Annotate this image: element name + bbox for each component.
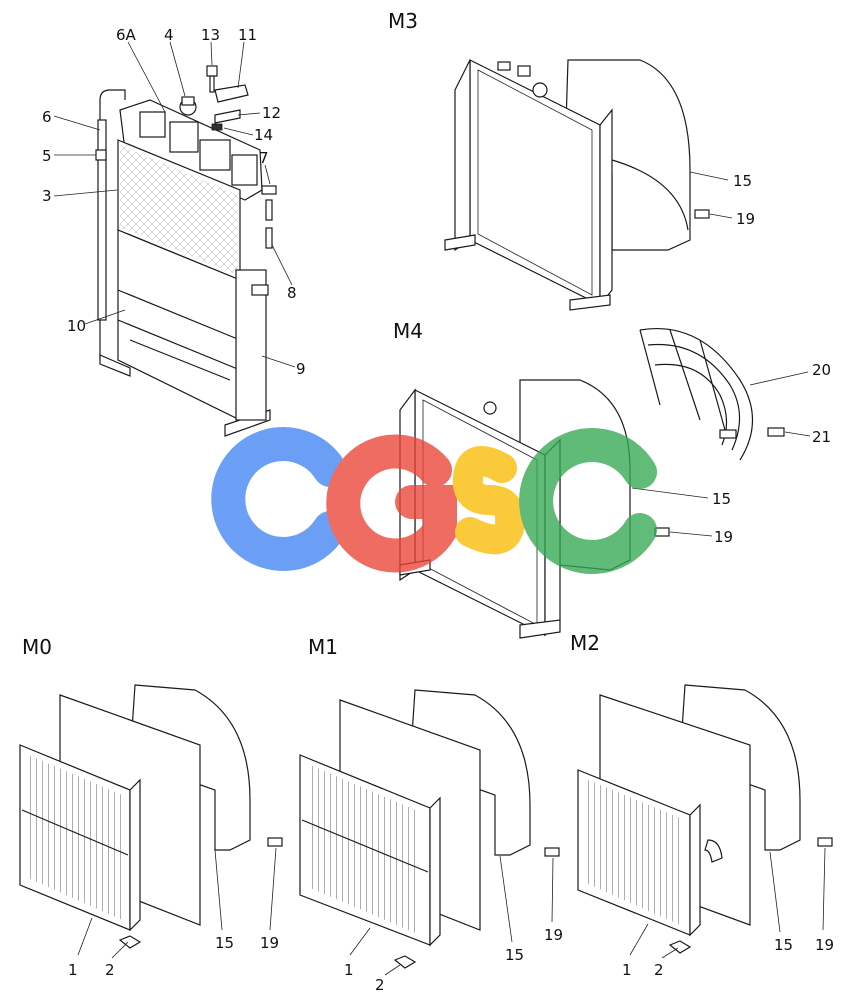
- callout: 6A: [116, 26, 137, 44]
- callout: 15: [712, 490, 731, 508]
- callout: 15: [505, 946, 524, 964]
- callout: 21: [812, 428, 831, 446]
- callout: 15: [215, 934, 234, 952]
- callout: 15: [774, 936, 793, 954]
- callout: 13: [201, 26, 220, 44]
- watermark-letter-g: [326, 434, 457, 573]
- callout: 7: [259, 149, 269, 167]
- callout: 2: [105, 961, 115, 979]
- section-title-m2: M2: [570, 631, 600, 655]
- callout: 12: [262, 104, 281, 122]
- callout: 10: [67, 317, 86, 335]
- m1-radiator-assembly: 1 2 15 19: [299, 689, 563, 994]
- callout: 5: [42, 147, 52, 165]
- watermark-letter-s: [452, 446, 526, 555]
- callout: 4: [164, 26, 174, 44]
- section-title-m1: M1: [308, 635, 338, 659]
- section-title-m4: M4: [393, 319, 423, 343]
- watermark-letter-c1: [211, 427, 347, 571]
- callout: 1: [68, 961, 78, 979]
- callout: 19: [736, 210, 755, 228]
- callout: 2: [375, 976, 385, 994]
- main-radiator-assembly: [53, 41, 296, 437]
- m3-radiator-shroud: 15 19: [444, 59, 755, 311]
- watermark-letter-c2: [519, 428, 657, 574]
- callout: 11: [238, 26, 257, 44]
- callout: 6: [42, 108, 52, 126]
- callout: 20: [812, 361, 831, 379]
- callout: 9: [296, 360, 306, 378]
- callout: 15: [733, 172, 752, 190]
- m2-radiator-assembly: 1 2 15 19: [577, 684, 834, 979]
- callout: 3: [42, 187, 52, 205]
- callout: 1: [344, 961, 354, 979]
- callout: 19: [714, 528, 733, 546]
- callout: 1: [622, 961, 632, 979]
- main-callouts: 6A 4 13 11 6 12 14 5 7 3 8 10 9: [42, 26, 306, 378]
- callout: 14: [254, 126, 273, 144]
- m0-radiator-assembly: 1 2 15 19: [19, 684, 283, 979]
- section-title-m3: M3: [388, 9, 418, 33]
- callout: 2: [654, 961, 664, 979]
- section-title-m0: M0: [22, 635, 52, 659]
- callout: 19: [815, 936, 834, 954]
- callout: 19: [260, 934, 279, 952]
- callout: 8: [287, 284, 297, 302]
- cgsc-watermark-logo: [211, 427, 657, 574]
- callout: 19: [544, 926, 563, 944]
